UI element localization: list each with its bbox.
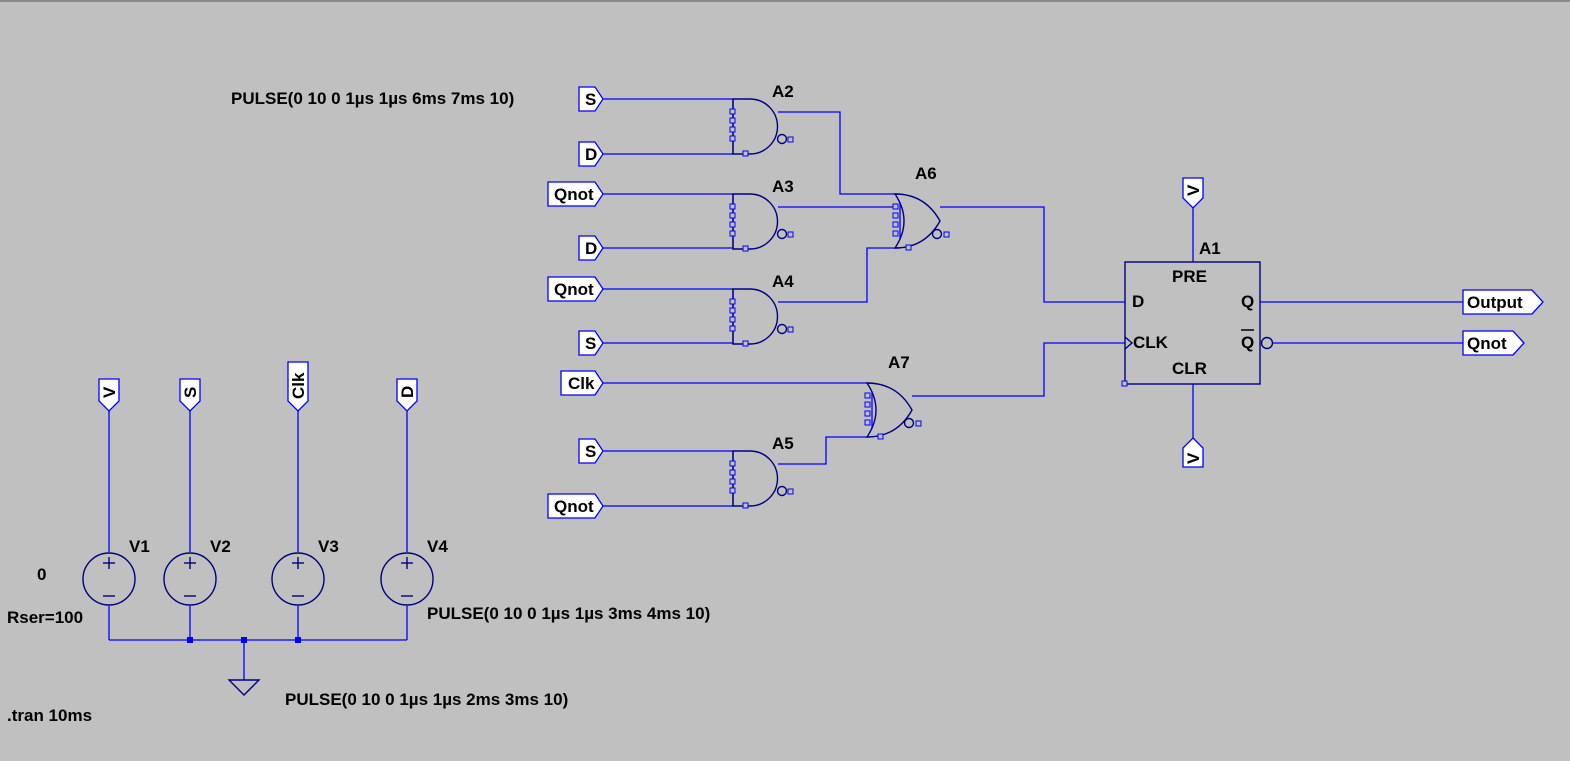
label-a2: A2 (772, 82, 794, 101)
v1-rser[interactable]: Rser=100 (7, 608, 83, 627)
net-flag-output[interactable]: Output (1462, 289, 1544, 315)
label-v1: V1 (129, 537, 150, 556)
net-flag-a5-qnot[interactable]: Qnot (547, 493, 604, 519)
svg-text:Qnot: Qnot (1467, 334, 1507, 353)
pulse-spec-d[interactable]: PULSE(0 10 0 1µs 1µs 3ms 4ms 10) (427, 604, 710, 623)
svg-text:S: S (181, 387, 200, 398)
label-a7: A7 (888, 353, 910, 372)
net-flag-a4-s[interactable]: S (578, 330, 604, 356)
pin-label-clr: CLR (1172, 359, 1207, 378)
label-v4: V4 (427, 537, 448, 556)
svg-text:S: S (585, 442, 596, 461)
nand-gate-a2[interactable] (729, 98, 794, 157)
voltage-source-v1[interactable] (82, 552, 136, 606)
net-flag-a5-s[interactable]: S (578, 438, 604, 464)
tran-directive[interactable]: .tran 10ms (7, 706, 92, 725)
pulse-spec-clk[interactable]: PULSE(0 10 0 1µs 1µs 2ms 3ms 10) (285, 690, 568, 709)
label-a4: A4 (772, 272, 794, 291)
net-flag-v2-top[interactable]: S (179, 378, 201, 412)
svg-text:Clk: Clk (289, 372, 308, 399)
net-flag-a3-d[interactable]: D (578, 235, 604, 261)
svg-text:Qnot: Qnot (554, 280, 594, 299)
net-flag-a7-clk[interactable]: Clk (560, 370, 604, 396)
svg-text:Qnot: Qnot (554, 185, 594, 204)
net-flag-v3-top[interactable]: Clk (287, 361, 309, 412)
svg-text:V: V (1184, 452, 1203, 464)
nor-gate-a6[interactable] (892, 193, 950, 251)
svg-text:Output: Output (1467, 293, 1523, 312)
voltage-source-v4[interactable] (380, 552, 434, 606)
label-v3: V3 (318, 537, 339, 556)
net-flag-v4-top[interactable]: D (396, 378, 418, 412)
pin-label-q: Q (1241, 292, 1254, 311)
voltage-source-v2[interactable] (163, 552, 217, 606)
v1-value[interactable]: 0 (37, 565, 46, 584)
ground-symbol (227, 679, 261, 696)
net-flag-a1-pre[interactable]: V (1182, 177, 1204, 209)
junctions (187, 637, 301, 643)
svg-text:D: D (398, 386, 417, 398)
svg-text:D: D (585, 145, 597, 164)
svg-text:Clk: Clk (568, 374, 595, 393)
svg-text:V: V (100, 386, 119, 398)
net-flag-a2-d[interactable]: D (578, 141, 604, 167)
net-flag-a3-qnot[interactable]: Qnot (547, 181, 604, 207)
label-a1: A1 (1199, 239, 1221, 258)
pin-label-d: D (1132, 292, 1144, 311)
label-a5: A5 (772, 434, 794, 453)
net-flag-a1-clr[interactable]: V (1182, 437, 1204, 468)
wires (108, 98, 1463, 680)
label-a6: A6 (915, 164, 937, 183)
label-v2: V2 (210, 537, 231, 556)
net-flag-qnot-out[interactable]: Qnot (1462, 330, 1525, 356)
nand-gate-a5[interactable] (729, 450, 794, 509)
pin-label-clk: CLK (1133, 333, 1169, 352)
dflipflop-a1[interactable]: PRE D Q CLK Q CLR (1121, 261, 1274, 387)
nor-gate-a7[interactable] (864, 382, 922, 440)
net-flag-v1-top[interactable]: V (98, 378, 120, 412)
net-flag-a4-qnot[interactable]: Qnot (547, 276, 604, 302)
svg-text:S: S (585, 334, 596, 353)
svg-text:V: V (1184, 184, 1203, 196)
voltage-source-v3[interactable] (271, 552, 325, 606)
pin-label-pre: PRE (1172, 267, 1207, 286)
svg-text:D: D (585, 239, 597, 258)
nand-gate-a3[interactable] (729, 193, 794, 252)
pin-label-qbar: Q (1241, 333, 1254, 352)
pulse-spec-s[interactable]: PULSE(0 10 0 1µs 1µs 6ms 7ms 10) (231, 89, 514, 108)
nand-gate-a4[interactable] (729, 288, 794, 347)
svg-text:S: S (585, 90, 596, 109)
net-flag-a2-s[interactable]: S (578, 86, 604, 112)
label-a3: A3 (772, 177, 794, 196)
svg-text:Qnot: Qnot (554, 497, 594, 516)
